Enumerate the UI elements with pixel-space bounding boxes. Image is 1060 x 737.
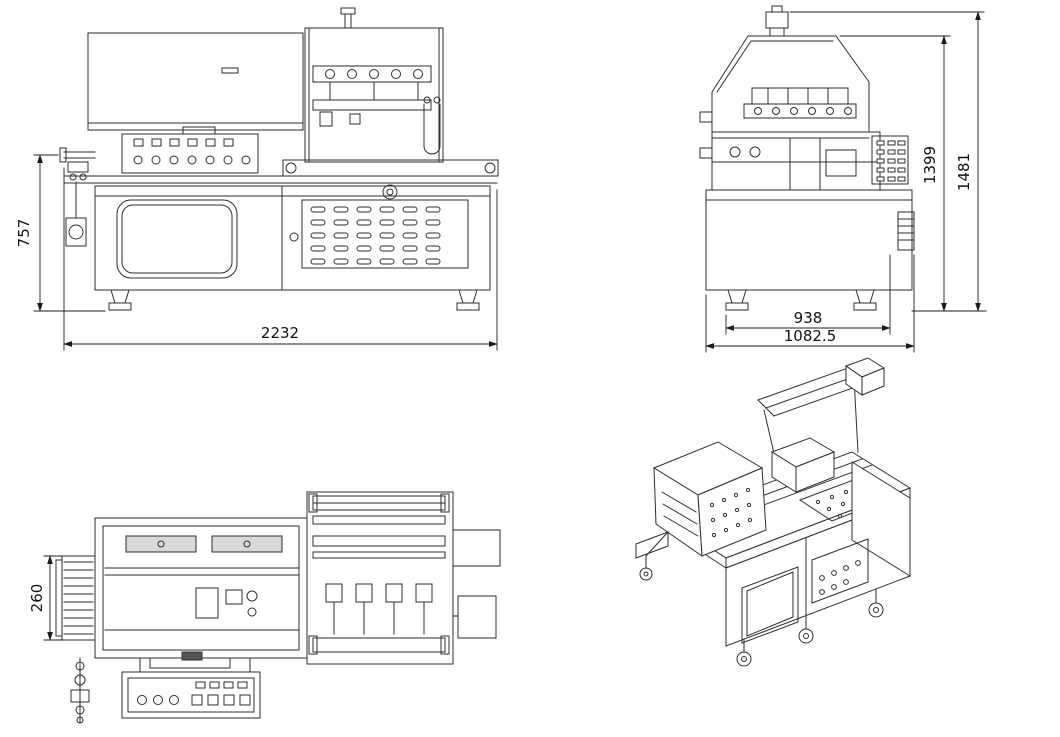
side-hood-profile [699, 35, 881, 191]
iso-hood-vents [661, 491, 699, 537]
dimension-front-height: 757 [15, 154, 106, 312]
front-sealing-assembly [304, 7, 444, 163]
side-height-overall-label: 1481 [955, 153, 973, 191]
plan-caster-stack [70, 657, 90, 724]
iso-outfeed-tray [635, 531, 669, 559]
iso-hood-perforations [709, 487, 753, 538]
iso-casters [639, 531, 884, 667]
front-feet [108, 289, 480, 311]
side-base-cabinet [705, 189, 915, 311]
iso-door-window [741, 566, 799, 644]
side-height-body-label: 1399 [921, 146, 939, 184]
plan-main-block [94, 517, 308, 659]
plan-right-brackets [452, 529, 501, 639]
dimension-side-width-overall: 1082.5 [705, 254, 915, 353]
side-vent-panel [871, 135, 909, 185]
side-top-bracket [765, 5, 789, 37]
front-width-label: 2232 [261, 324, 299, 342]
plan-control-panel [121, 651, 261, 719]
iso-control-panel [811, 538, 869, 604]
cabinet-door-window [116, 199, 238, 279]
plan-infeed-label: 260 [28, 584, 46, 613]
front-conveyor [63, 159, 499, 200]
side-view: 938 1082.5 1399 1481 [699, 5, 987, 353]
dimension-side-height-body: 1399 [839, 35, 987, 312]
hood-handle [221, 67, 239, 74]
front-height-label: 757 [15, 219, 33, 248]
sealing-u-tube [423, 103, 441, 155]
adjust-knob [382, 184, 398, 200]
side-roller [897, 211, 915, 251]
side-width-overall-label: 1082.5 [784, 327, 837, 345]
front-view: 757 2232 [15, 7, 499, 351]
plan-infeed [55, 555, 96, 641]
iso-machinery-box [770, 437, 836, 493]
front-control-panel [121, 126, 259, 174]
side-internals [711, 87, 881, 191]
panel-dark-tab [181, 651, 203, 661]
dimension-front-width: 2232 [63, 167, 498, 351]
iso-lower-cabinet [725, 461, 911, 647]
iso-hood [652, 441, 767, 558]
dimension-plan-infeed: 260 [28, 555, 63, 641]
dimension-side-height-overall: 1481 [789, 11, 985, 312]
front-hood [87, 32, 304, 131]
front-infeed [59, 147, 96, 247]
plan-seal-bars [125, 535, 283, 553]
dimension-side-width-body: 938 [725, 254, 891, 335]
front-lower-cabinet [94, 185, 491, 291]
isometric-view [635, 357, 912, 667]
vent-panel [301, 199, 469, 269]
panel-knob [133, 155, 143, 165]
plan-film-section [306, 491, 454, 665]
plan-view: 260 [28, 491, 501, 724]
side-width-body-label: 938 [794, 309, 823, 327]
iso-film-rack [757, 357, 886, 463]
